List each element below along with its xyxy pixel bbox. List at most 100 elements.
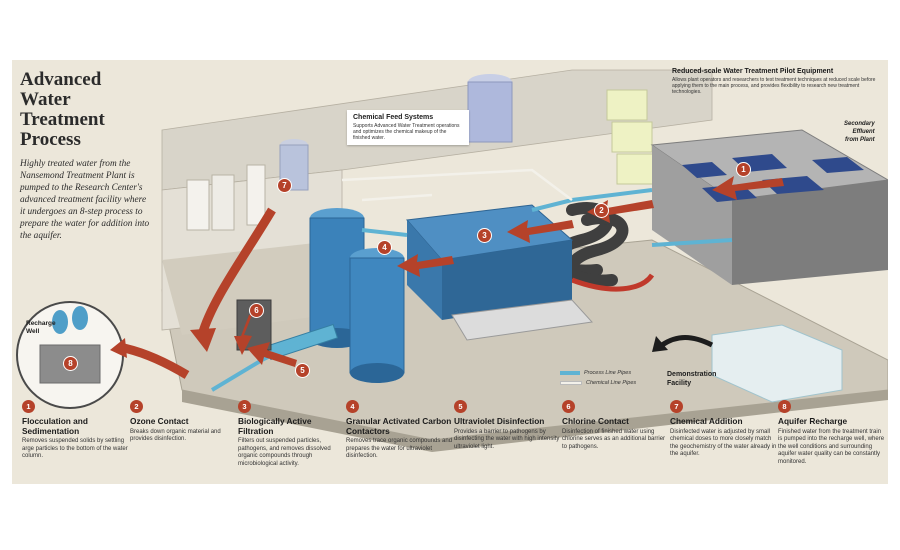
step-number: 7 [670,400,683,413]
step-number: 1 [22,400,35,413]
step-title: Aquifer Recharge [778,416,848,426]
floor-slab-edge [182,390,888,452]
step-4: 4 Granular Activated Carbon Contactors R… [346,400,454,461]
step-desc: Disinfection of finished water using chl… [562,428,666,450]
chemical-tank-body [467,81,513,143]
flocculation-basin-side [732,180,888,285]
step-marker-8: 8 [63,356,78,371]
secondary-effluent-line: from Plant [845,137,875,143]
step-marker-4: 4 [377,240,392,255]
chemical-feed-callout: Chemical Feed Systems Supports Advanced … [347,110,469,145]
step-descriptions: 1 Flocculation and Sedimentation Removes… [22,400,884,484]
step-marker-6: 6 [249,303,264,318]
step-7: 7 Chemical Addition Disinfected water is… [670,400,778,459]
flocculation-basin-front [652,145,732,285]
pilot-block-1 [606,89,648,121]
arrow-5 [247,342,297,367]
pipe-legend: Process Line Pipes Chemical Line Pipes [560,370,636,390]
step-2: 2 Ozone Contact Breaks down organic mate… [130,400,238,444]
pilot-desc: Allows plant operators and researchers t… [672,77,876,95]
demo-arrow-head [652,336,668,352]
step-desc: Removes trace organic compounds and prep… [346,438,453,460]
walkway [451,299,594,341]
well-base [39,344,101,384]
recharge-well-line: Well [26,328,40,335]
legend-swatch-chemical [560,381,582,385]
filter-side [442,240,572,320]
step-number: 3 [238,400,251,413]
intro-text: Highly treated water from the Nansemond … [20,159,150,241]
legend-row-chemical: Chemical Line Pipes [560,380,636,386]
step-8: 8 Aquifer Recharge Finished water from t… [778,400,886,466]
step-marker-2: 2 [594,203,609,218]
cabinet-3 [246,164,266,226]
step-number: 5 [454,400,467,413]
step-title: Flocculation and Sedimentation [22,416,88,436]
chemical-feed-desc: Supports Advanced Water Treatment operat… [353,123,460,141]
step-title: Chemical Addition [670,416,743,426]
arrow-7 [197,207,276,337]
step-marker-1: 1 [736,162,751,177]
filter-front [407,220,442,320]
ozone-red-pipe [571,273,655,292]
step-number: 4 [346,400,359,413]
secondary-effluent-line: Secondary [844,121,875,127]
basin-water-1 [682,162,727,178]
arrow-4 [397,254,454,277]
step-desc: Breaks down organic material and provide… [130,428,221,443]
demo-arrow [660,335,714,348]
diagram-frame: Advanced Water Treatment Process Highly … [12,60,888,484]
gac-tank-2-bottom [350,363,404,383]
flow-arrows [110,176,784,379]
demo-facility-line: Facility [667,380,692,387]
step-6: 6 Chlorine Contact Disinfection of finis… [562,400,670,451]
demo-facility [711,324,843,403]
step-desc: Filters out suspended particles, pathoge… [238,438,331,467]
step-1: 1 Flocculation and Sedimentation Removes… [22,400,130,461]
step-desc: Provides a barrier to pathogens by disin… [454,428,560,450]
pilot-block-3 [616,153,658,185]
step-title: Biologically Active Filtration [238,416,312,436]
basin-water-5 [812,157,864,173]
step-number: 6 [562,400,575,413]
legend-label-chemical: Chemical Line Pipes [586,380,637,386]
cabinet-1 [186,179,210,231]
step-marker-3: 3 [477,228,492,243]
arrow-7-head [190,328,216,352]
secondary-effluent-line: Effluent [852,129,875,135]
well-pump-1 [52,310,68,334]
legend-label-process: Process Line Pipes [584,370,632,376]
arrow-8-head [110,338,127,358]
title-line: Process [20,129,81,150]
pilot-equipment-callout: Reduced-scale Water Treatment Pilot Equi… [672,68,882,95]
diagram-title: Advanced Water Treatment Process [20,70,140,150]
recharge-well-line: Recharge [26,320,56,327]
step-title: Ozone Contact [130,416,189,426]
step-desc: Disinfected water is adjusted by small c… [670,428,777,458]
secondary-effluent-label: Secondary Effluent from Plant [844,120,875,144]
gac-tank-2-body [349,257,405,374]
demonstration-facility-label: Demonstration Facility [667,370,716,388]
cabinet-2 [211,174,235,231]
recharge-well-label: Recharge Well [26,320,56,336]
step-number: 8 [778,400,791,413]
step-number: 2 [130,400,143,413]
title-line: Treatment [20,109,105,130]
step-5: 5 Ultraviolet Disinfection Provides a ba… [454,400,562,451]
step-title: Chlorine Contact [562,416,629,426]
arrow-3 [507,220,574,243]
title-line: Water [20,89,71,110]
demo-facility-line: Demonstration [667,371,717,378]
legend-row-process: Process Line Pipes [560,370,636,376]
pilot-title: Reduced-scale Water Treatment Pilot Equi… [672,68,834,75]
step-title: Ultraviolet Disinfection [454,416,545,426]
chemical-feed-title: Chemical Feed Systems [353,114,434,121]
step-desc: Removes suspended solids by settling arg… [22,438,128,460]
step-marker-5: 5 [295,363,310,378]
chemical-pipes [341,168,573,202]
title-line: Advanced [20,69,102,90]
step-3: 3 Biologically Active Filtration Filters… [238,400,346,468]
well-pump-2 [72,306,88,330]
pilot-block-2 [611,121,653,153]
arrow-1 [712,176,784,200]
